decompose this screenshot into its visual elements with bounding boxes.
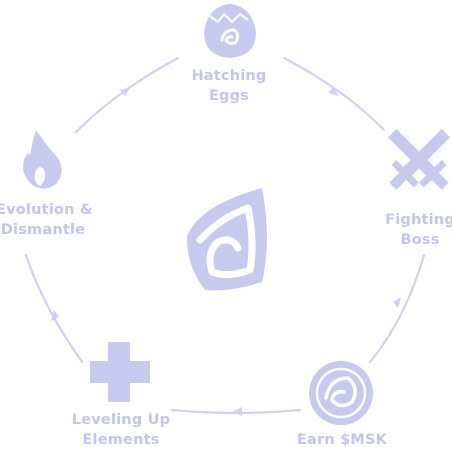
arrowhead bbox=[232, 407, 242, 416]
arc-level-to-evolution bbox=[24, 253, 84, 364]
cracked-egg-icon bbox=[204, 4, 256, 58]
label-evolution-dismantle: Evolution & Dismantle bbox=[0, 200, 93, 240]
spiral-shield-icon bbox=[186, 188, 267, 291]
flame-icon bbox=[23, 130, 62, 189]
arrowhead bbox=[328, 87, 339, 96]
label-line: Eggs bbox=[208, 88, 250, 104]
label-line: Earn $MSK bbox=[296, 432, 388, 448]
label-line: Hatching bbox=[191, 68, 267, 84]
crossed-swords-icon bbox=[387, 128, 451, 190]
label-line: Elements bbox=[82, 432, 160, 448]
smsk-coin-icon bbox=[309, 361, 373, 425]
label-line: Boss bbox=[400, 232, 440, 248]
label-fighting-boss: Fighting Boss bbox=[372, 210, 452, 250]
arrowhead bbox=[393, 297, 401, 308]
arc-evolution-to-egg bbox=[74, 56, 180, 134]
label-line: Fighting bbox=[385, 212, 452, 228]
arc-boss-to-smsk bbox=[368, 253, 426, 364]
arc-egg-to-boss bbox=[282, 56, 386, 132]
arrowhead bbox=[51, 310, 59, 321]
label-hatching-eggs: Hatching Eggs bbox=[179, 66, 279, 106]
label-line: Dismantle bbox=[0, 222, 86, 238]
label-line: Leveling Up bbox=[71, 412, 171, 428]
plus-icon bbox=[90, 342, 150, 402]
arrowhead bbox=[120, 88, 130, 96]
label-leveling-up-elements: Leveling Up Elements bbox=[66, 410, 176, 450]
label-earn-smsk: Earn $MSK bbox=[282, 430, 402, 450]
label-line: Evolution & bbox=[0, 202, 93, 218]
